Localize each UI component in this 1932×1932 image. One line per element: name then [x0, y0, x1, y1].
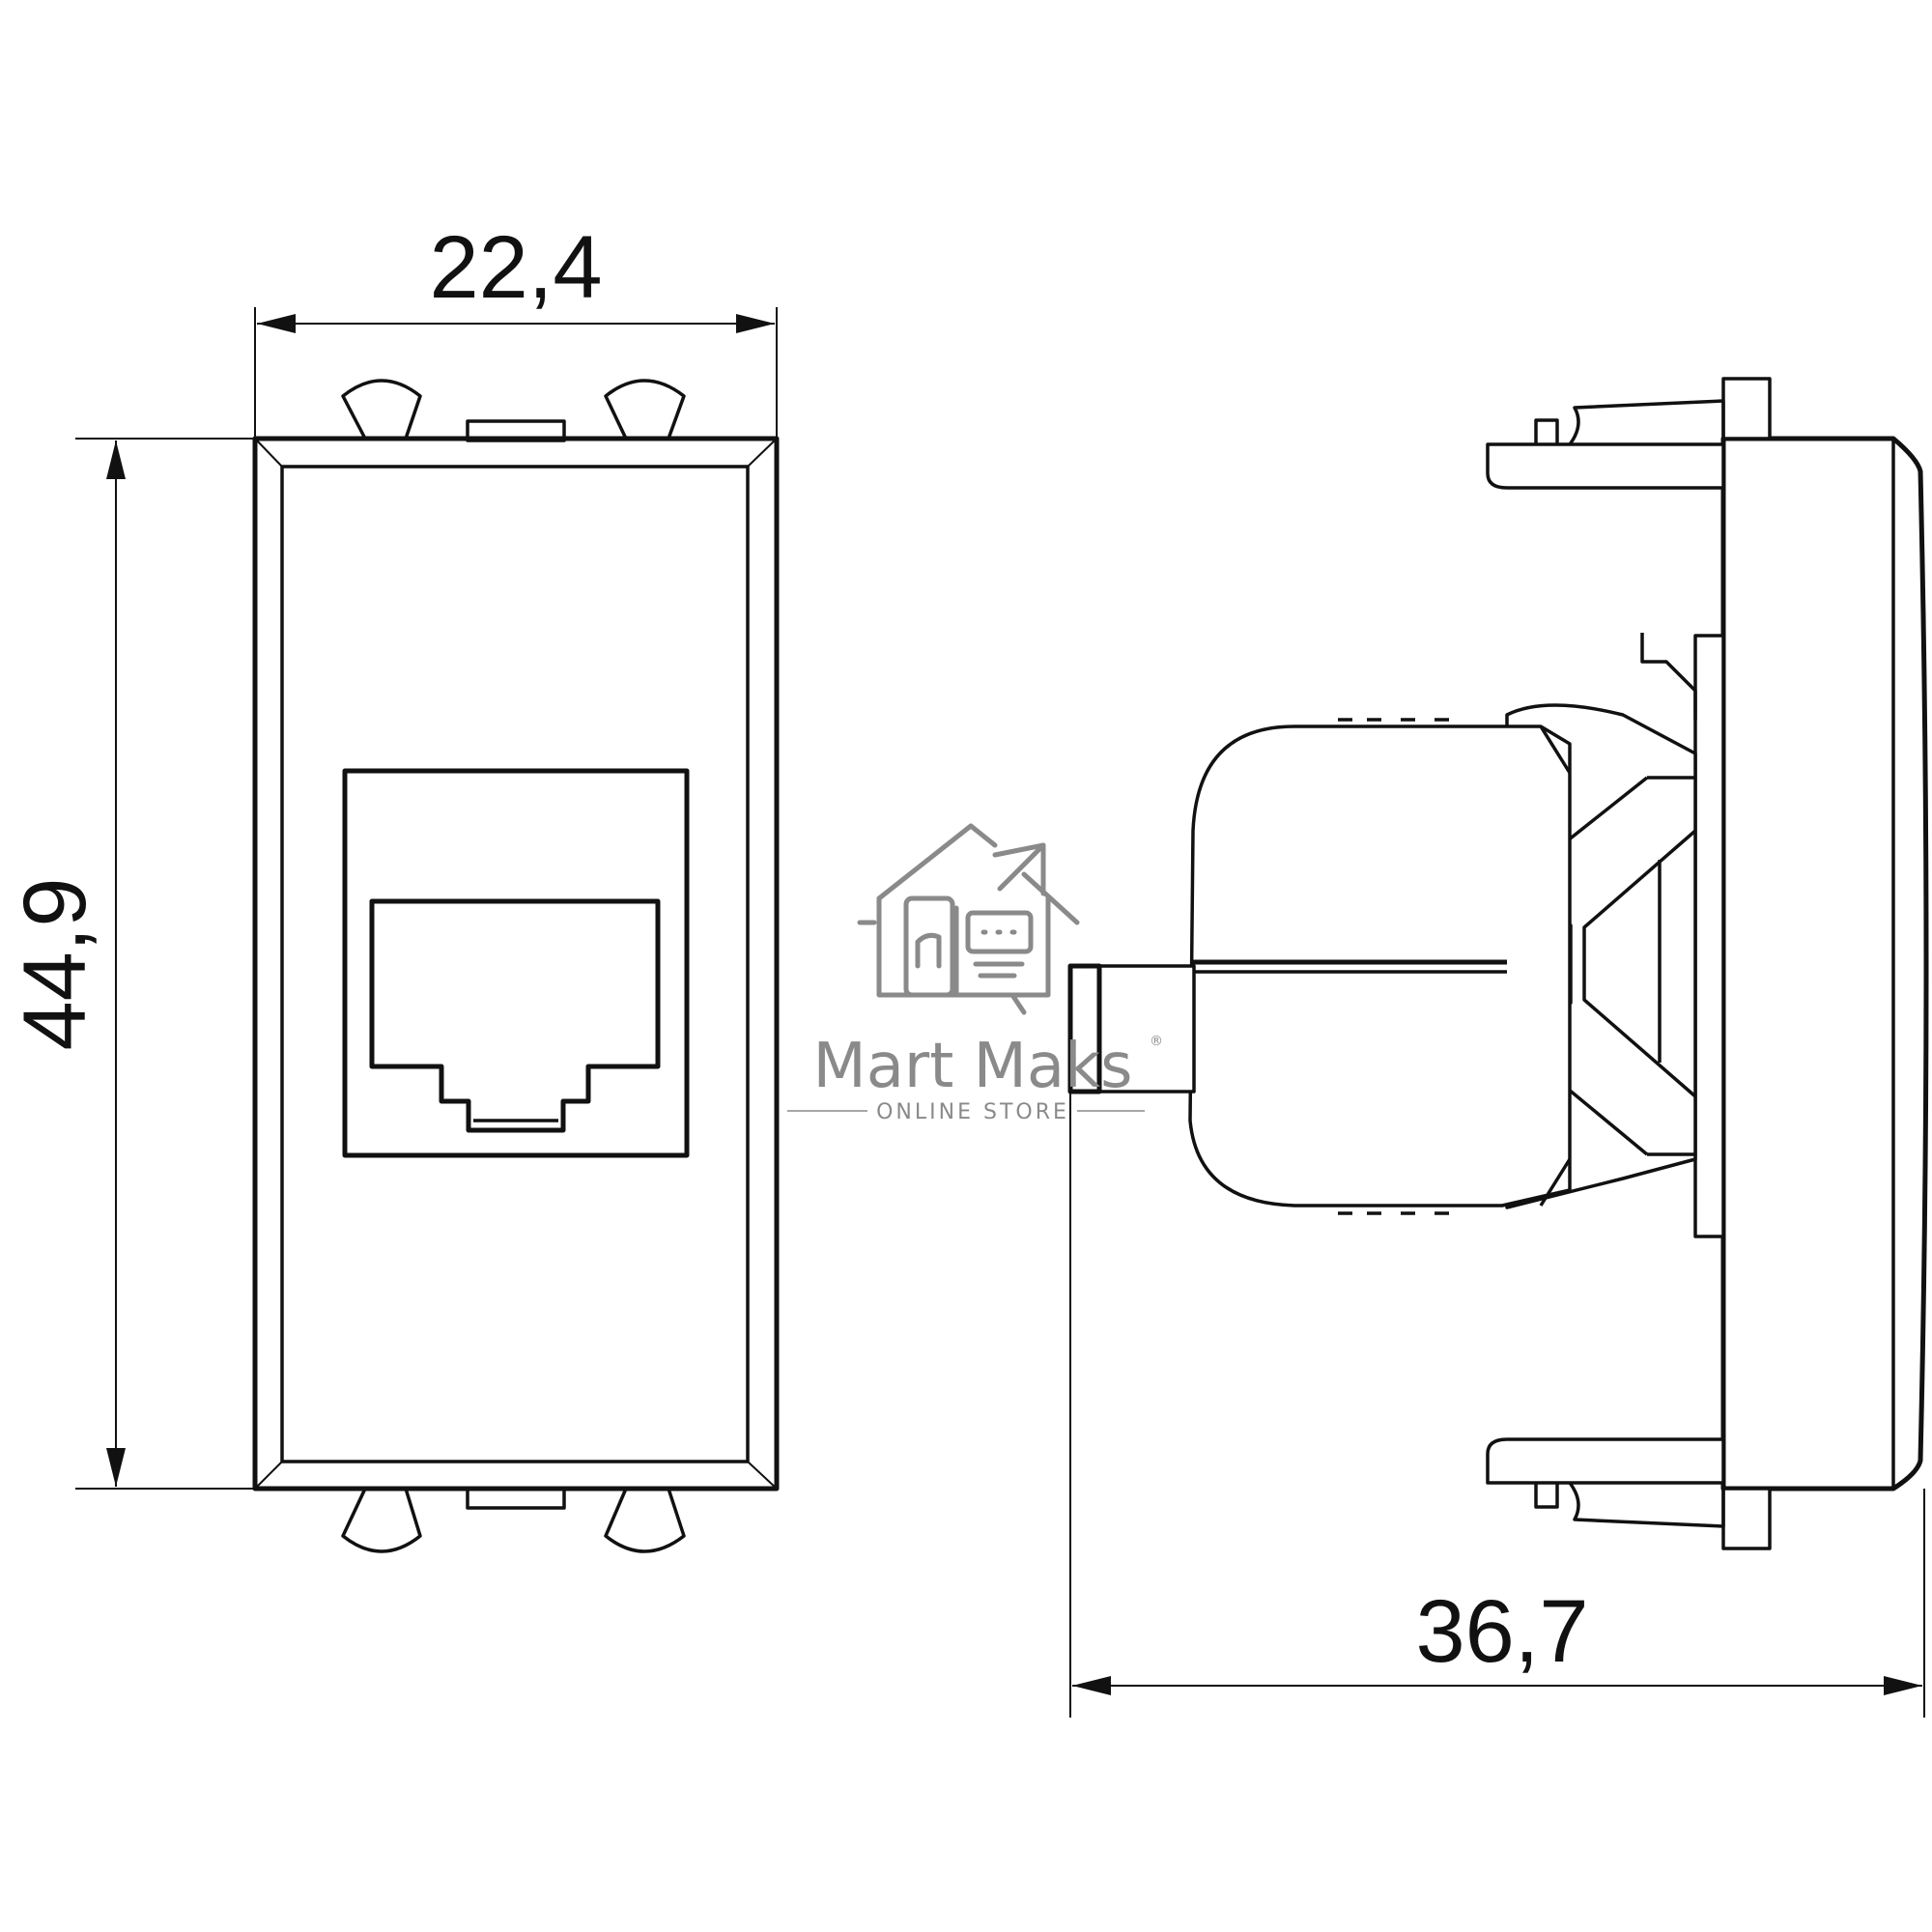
front-outer-frame: [252, 436, 780, 1492]
watermark-brand: Mart Maks: [812, 1031, 1132, 1102]
rj45-port-icon: [369, 898, 661, 1133]
side-pins: [1338, 718, 1449, 1215]
height-value: 44,9: [6, 877, 104, 1050]
bottom-left-clip: [341, 1487, 422, 1553]
house-icon: [857, 823, 1080, 1015]
front-inner-frame: [280, 465, 750, 1463]
width-value: 22,4: [429, 218, 602, 317]
bottom-right-clip: [604, 1487, 686, 1553]
side-main-body: [1188, 724, 1572, 1208]
side-view: [1067, 377, 1929, 1550]
top-left-clip: [341, 379, 422, 440]
side-mounting-block: [1693, 634, 1725, 1238]
dimension-depth: 36,7: [1069, 1092, 1925, 1718]
side-front-plate: [1720, 436, 1929, 1492]
front-view: [252, 379, 780, 1553]
side-rear-stub: [1068, 964, 1196, 1094]
depth-value: 36,7: [1415, 1582, 1588, 1681]
top-right-clip: [604, 379, 686, 440]
watermark-tagline: ONLINE STORE: [876, 1100, 1069, 1124]
dimension-width: 22,4: [254, 218, 778, 439]
watermark-logo: Mart Maks ® ONLINE STORE: [787, 823, 1163, 1124]
bottom-center-tab: [466, 1487, 566, 1510]
side-bottom-clip: [1486, 1437, 1772, 1550]
watermark-registered-mark: ®: [1150, 1034, 1163, 1049]
dimension-height: 44,9: [6, 438, 255, 1490]
bevel-corners: [254, 438, 778, 1490]
side-top-clip: [1486, 377, 1772, 490]
rj45-surround: [342, 768, 690, 1158]
